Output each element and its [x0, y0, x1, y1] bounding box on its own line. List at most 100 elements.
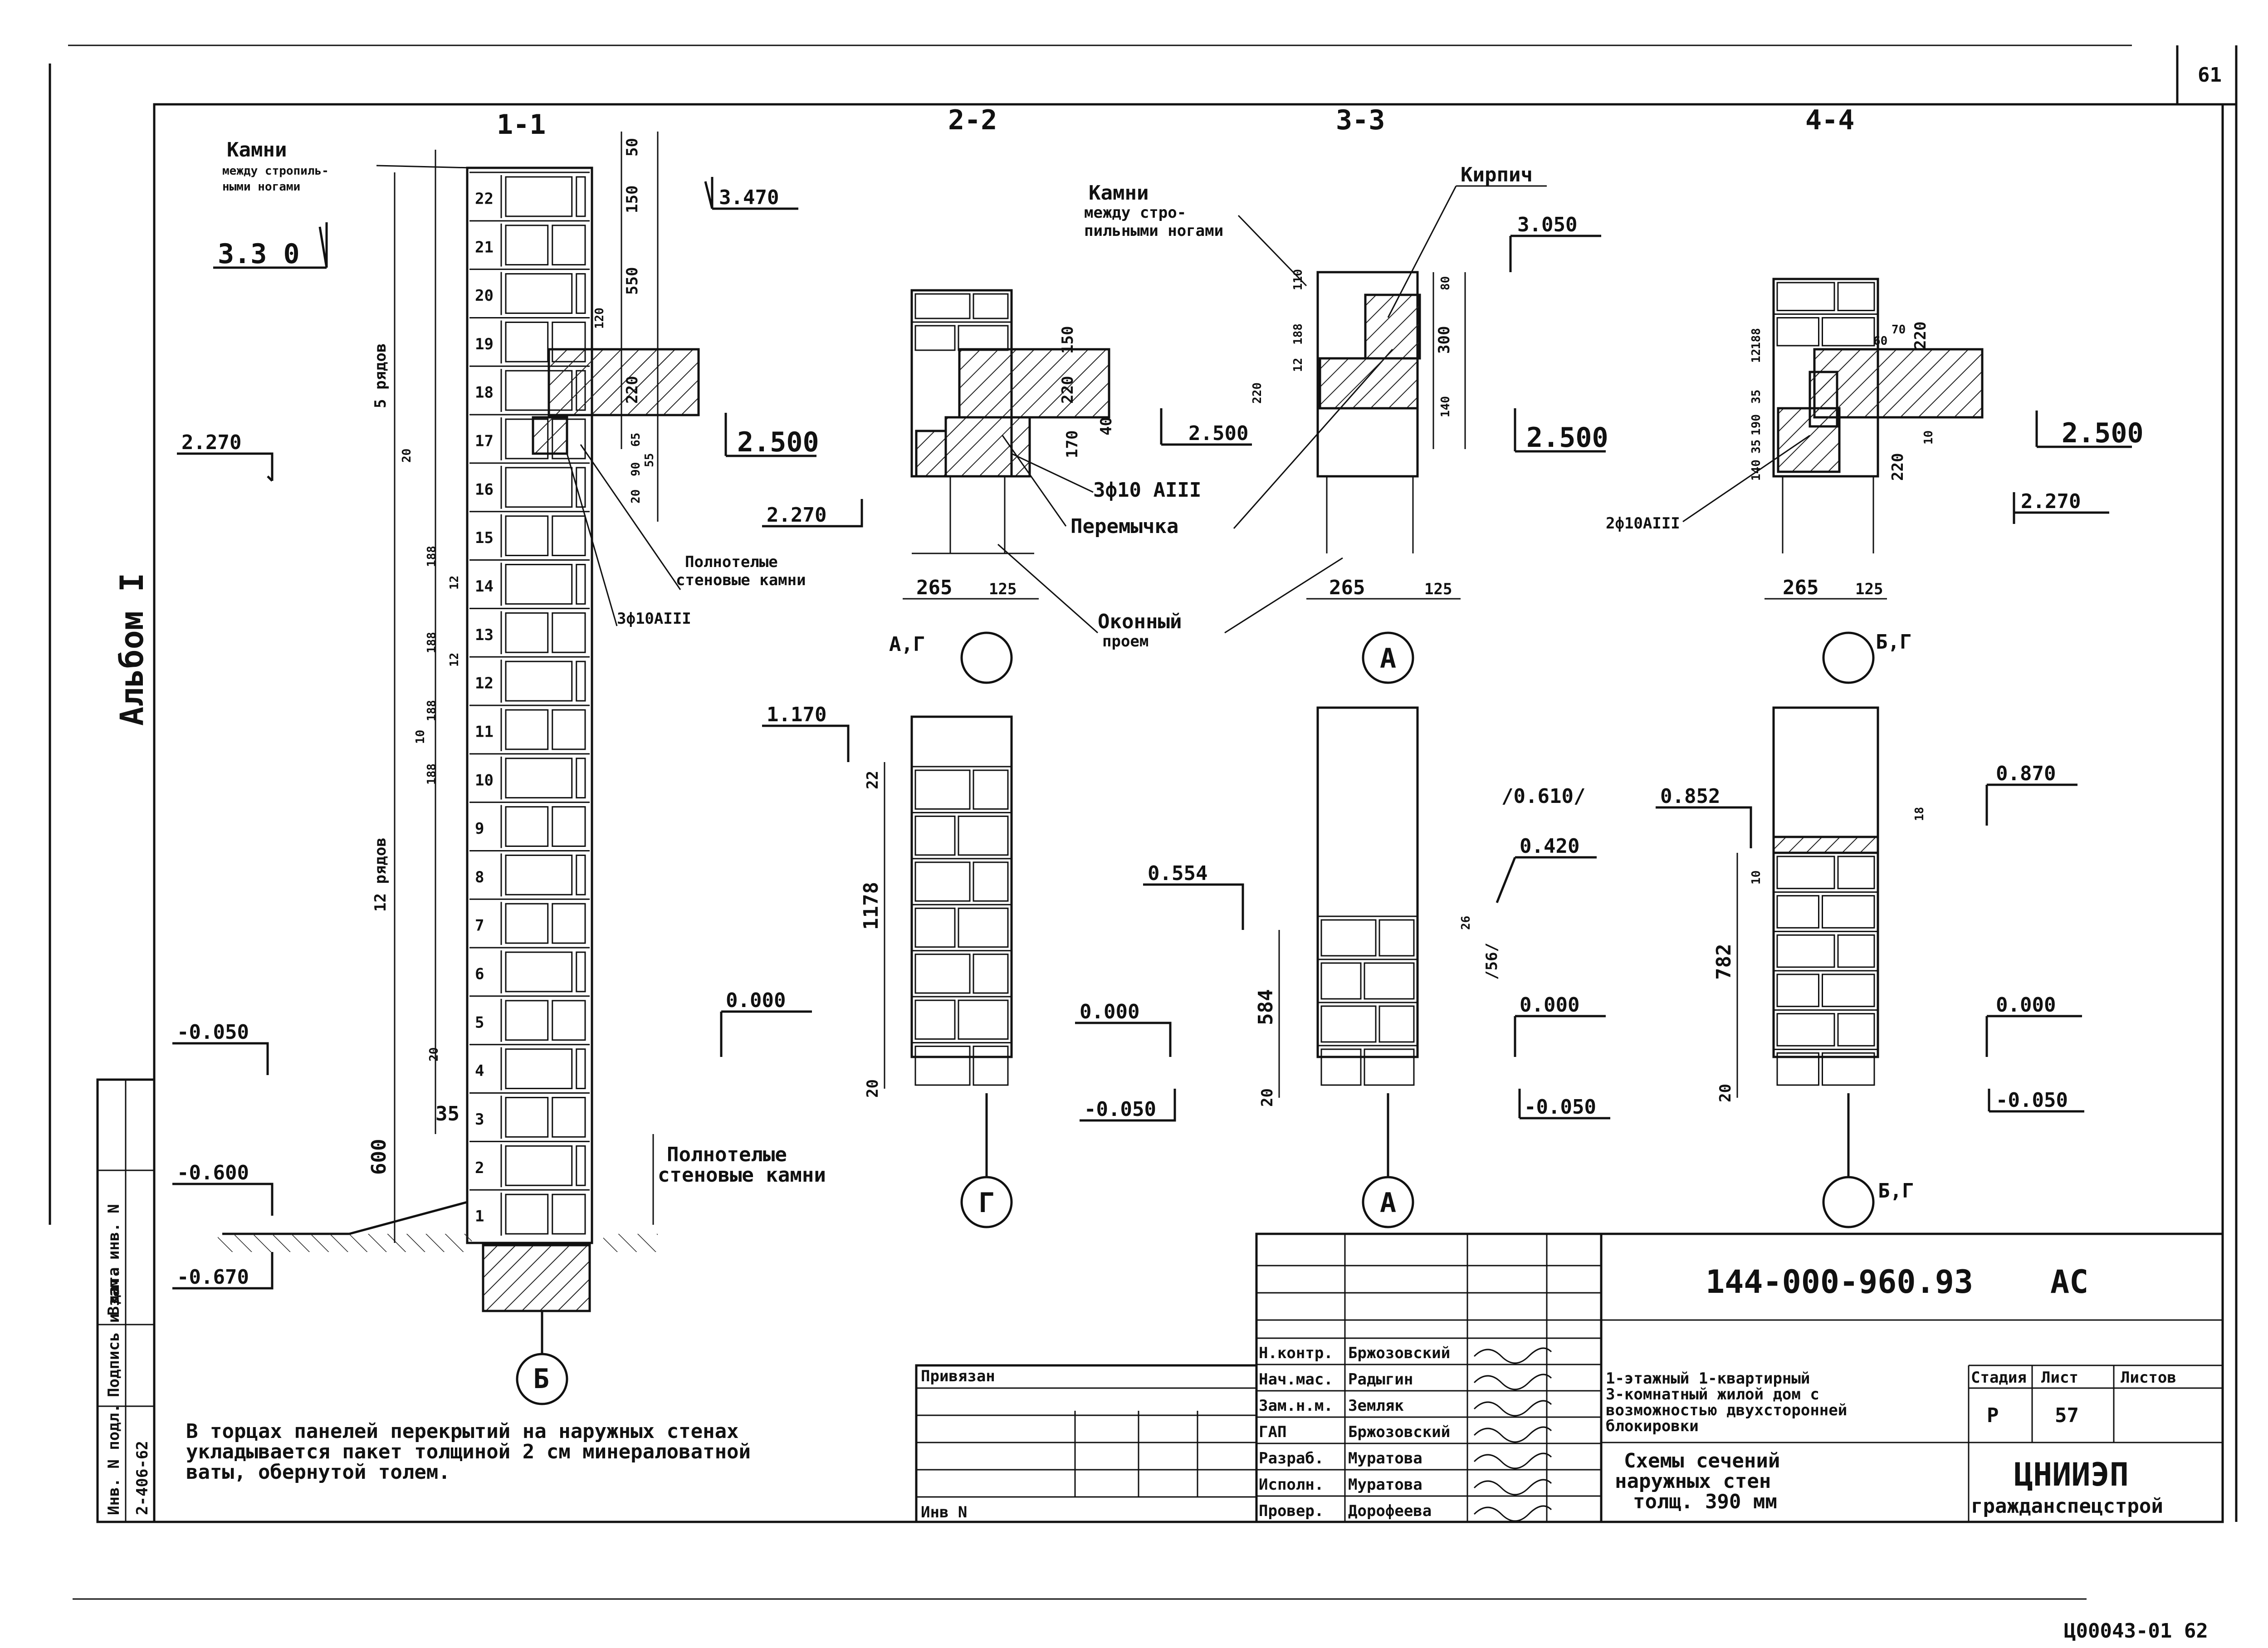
dim-190-4-4: 190 [1750, 414, 1763, 435]
level-56: /56/ [1483, 943, 1501, 980]
dim-140-4-4: 140 [1750, 460, 1763, 481]
dim-80-3-3: 80 [1439, 276, 1452, 290]
level-2500-2-2: 2.500 [1188, 422, 1248, 445]
callout-stones-3-3-3: пильными ногами [1084, 222, 1223, 240]
doc-mark: АС [2050, 1263, 2088, 1301]
level-2270-2-2: 2.270 [767, 504, 826, 527]
dim-10: 10 [414, 730, 427, 744]
level-0852: 0.852 [1660, 785, 1720, 808]
note-line-3: ваты, обернутой толем. [186, 1461, 450, 1484]
dim-125-3-3: 125 [1424, 580, 1452, 598]
signature [1473, 1452, 1552, 1469]
dim-220-3-3: 220 [1251, 382, 1264, 404]
course-number: 9 [475, 820, 484, 838]
level-2270-4-4: 2.270 [2021, 490, 2081, 513]
dim-170-2-2: 170 [1063, 430, 1081, 458]
level-0000: 0.000 [726, 989, 786, 1012]
stamp-podpis: Подпись и дата [105, 1267, 123, 1397]
dim-35-4-4-b: 35 [1750, 440, 1763, 454]
window-label-1: Оконный [1098, 610, 1182, 633]
dim-110-3-3: 110 [1291, 269, 1305, 290]
section-title-4-4: 4-4 [1805, 104, 1854, 136]
dim-20-2-2: 20 [864, 1079, 882, 1098]
level-2500: 2.500 [737, 426, 819, 458]
dim-20-b: 20 [400, 449, 414, 463]
masonry-4-4-bottom [1774, 852, 1878, 1086]
dim-220-4-4-b: 220 [1889, 453, 1907, 481]
dim-10-4-4-b: 10 [1750, 870, 1763, 885]
level-minus-0600: -0.600 [177, 1161, 249, 1184]
tb-role: Провер. [1259, 1502, 1324, 1520]
section-title-3-3: 3-3 [1336, 104, 1385, 136]
dim-188-b: 188 [425, 632, 439, 653]
dim-12-3-3: 12 [1291, 358, 1305, 372]
section-2-2: 265 125 150 220 170 40 2.500 2.270 3ф10 … [762, 289, 1393, 1228]
course-number: 14 [475, 577, 494, 596]
dim-90: 90 [629, 462, 643, 476]
privyazan-label: Привязан [921, 1367, 995, 1385]
callout-solid-stones-bottom-2: стеновые камни [658, 1164, 826, 1187]
masonry-2-2-top [912, 289, 1012, 351]
dim-125-4-4: 125 [1855, 580, 1883, 598]
dim-22-2-2: 22 [864, 771, 882, 789]
dim-300-3-3: 300 [1435, 326, 1453, 354]
tb-role: Нач.мас. [1259, 1370, 1333, 1389]
dim-188-3-3: 188 [1291, 323, 1305, 345]
course-number: 1 [475, 1208, 484, 1226]
axis-label-3-3-bottom: А [1380, 1187, 1396, 1219]
course-number: 7 [475, 917, 484, 935]
dim-1178-2-2: 1178 [860, 882, 883, 930]
row-count-5: 5 рядов [371, 343, 390, 408]
course-number: 4 [475, 1062, 484, 1080]
sheet-value: 57 [2055, 1404, 2079, 1427]
course-number: 11 [475, 723, 494, 741]
dim-220: 220 [623, 376, 641, 404]
signature [1473, 1374, 1552, 1390]
signature [1473, 1347, 1552, 1364]
dim-20-c: 20 [427, 1047, 441, 1061]
level-minus-0050-2-2: -0.050 [1084, 1098, 1156, 1121]
callout-stones-3-3-2: между стро- [1084, 204, 1186, 222]
section-titles: 1-1 2-2 3-3 4-4 [497, 104, 1854, 141]
doc-code: 144-000-960.93 [1706, 1263, 1973, 1301]
project-title-2: 3-комнатный жилой дом с [1606, 1385, 1819, 1403]
signature [1473, 1505, 1552, 1522]
org-sub: гражданспецстрой [1971, 1495, 2163, 1518]
dim-120: 120 [593, 308, 606, 329]
callout-stones-3-3-1: Камни [1089, 181, 1149, 205]
dim-265-2-2: 265 [916, 576, 952, 599]
page-number: 61 [2198, 64, 2222, 87]
project-title-3: возможностью двухсторонней [1606, 1401, 1847, 1419]
drawing-title-2: наружных стен [1615, 1470, 1771, 1493]
note: В торцах панелей перекрытий на наружных … [186, 1420, 751, 1484]
course-number: 16 [475, 480, 494, 499]
callout-stones-line-3: ными ногами [222, 180, 300, 194]
dim-265-3-3: 265 [1329, 576, 1365, 599]
dim-35-4-4-a: 35 [1750, 390, 1763, 404]
callout-solid-stones-2: стеновые камни [676, 571, 806, 589]
tb-name: Земляк [1348, 1397, 1404, 1415]
tb-name: Дорофеева [1348, 1502, 1432, 1520]
note-line-2: укладывается пакет толщиной 2 см минерал… [186, 1440, 751, 1463]
callout-solid-stones-bottom-1: Полнотелые [667, 1143, 787, 1166]
window-label-2: проем [1102, 632, 1149, 650]
level-0420: 0.420 [1520, 835, 1579, 858]
level-2500-4-4: 2.500 [2062, 417, 2144, 449]
axis-label-1-1: Б [533, 1363, 549, 1395]
dim-55: 55 [643, 453, 656, 467]
dim-782-4-4: 782 [1712, 944, 1735, 980]
callout-stones-line-1: Камни [227, 138, 287, 161]
axis-label-4-4-top: Б,Г [1876, 631, 1911, 654]
dim-265-4-4: 265 [1783, 576, 1818, 599]
level-minus-0050-4-4: -0.050 [1996, 1089, 2068, 1112]
dim-20-3-3: 20 [1258, 1088, 1276, 1107]
course-number: 2 [475, 1159, 484, 1177]
course-number: 10 [475, 771, 494, 789]
level-3050: 3.050 [1517, 213, 1577, 236]
dim-125-2-2: 125 [989, 580, 1017, 598]
course-number: 22 [475, 190, 494, 208]
stage-value: Р [1987, 1404, 1999, 1427]
tb-role: Зам.н.м. [1259, 1397, 1333, 1415]
level-330: 3.3 0 [218, 238, 300, 270]
dim-188-c: 188 [425, 700, 439, 721]
